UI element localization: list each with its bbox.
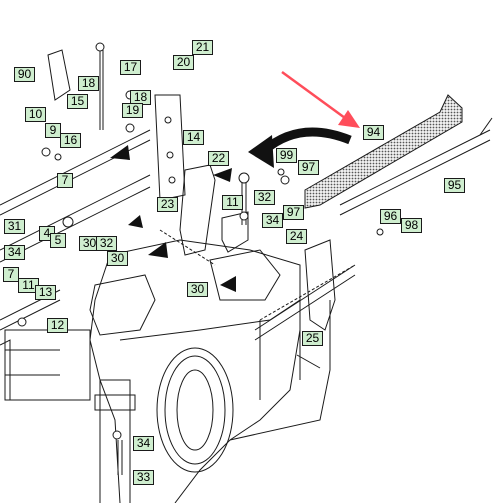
highlight-arrow (281, 70, 360, 128)
callout-34b[interactable]: 34 (4, 245, 25, 260)
callout-17[interactable]: 17 (120, 60, 141, 75)
callout-24[interactable]: 24 (286, 229, 307, 244)
callout-94[interactable]: 94 (363, 125, 384, 140)
callout-23[interactable]: 23 (157, 197, 178, 212)
callout-31[interactable]: 31 (4, 219, 25, 234)
callout-25[interactable]: 25 (302, 331, 323, 346)
callout-30[interactable]: 30 (79, 236, 100, 251)
part-94-rail (304, 94, 463, 209)
callout-11[interactable]: 11 (222, 195, 243, 210)
callout-32b[interactable]: 32 (96, 236, 117, 251)
callout-34[interactable]: 34 (262, 213, 283, 228)
callout-13[interactable]: 13 (35, 285, 56, 300)
callout-90[interactable]: 90 (14, 67, 35, 82)
callout-33[interactable]: 33 (133, 470, 154, 485)
callout-22[interactable]: 22 (208, 151, 229, 166)
callout-11b[interactable]: 11 (18, 278, 39, 293)
callout-98[interactable]: 98 (401, 218, 422, 233)
callout-30c[interactable]: 30 (187, 282, 208, 297)
callout-32[interactable]: 32 (254, 190, 275, 205)
callout-20[interactable]: 20 (173, 55, 194, 70)
callout-97[interactable]: 97 (298, 160, 319, 175)
callout-9[interactable]: 9 (45, 123, 61, 138)
callout-34c[interactable]: 34 (133, 436, 154, 451)
frame-line-art (0, 49, 493, 503)
direction-arrows (110, 145, 236, 292)
callout-7[interactable]: 7 (57, 173, 73, 188)
callout-15[interactable]: 15 (67, 94, 88, 109)
callout-12[interactable]: 12 (47, 318, 68, 333)
callout-30b[interactable]: 30 (107, 251, 128, 266)
curved-arrow (248, 127, 352, 168)
callout-16[interactable]: 16 (60, 133, 81, 148)
callout-7b[interactable]: 7 (3, 267, 19, 282)
callout-19[interactable]: 19 (122, 103, 143, 118)
callout-97b[interactable]: 97 (283, 205, 304, 220)
callout-95[interactable]: 95 (444, 178, 465, 193)
callout-14[interactable]: 14 (183, 130, 204, 145)
callout-5[interactable]: 5 (50, 233, 66, 248)
callout-21[interactable]: 21 (192, 40, 213, 55)
callout-96[interactable]: 96 (380, 209, 401, 224)
callout-99[interactable]: 99 (276, 148, 297, 163)
callout-18[interactable]: 18 (78, 76, 99, 91)
callout-10[interactable]: 10 (25, 107, 46, 122)
